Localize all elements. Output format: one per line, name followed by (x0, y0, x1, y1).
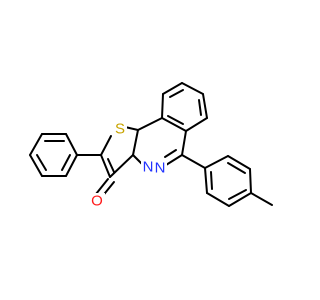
bond (132, 129, 139, 156)
bond (228, 189, 247, 200)
bond (181, 130, 187, 156)
bond (65, 154, 78, 177)
bond (165, 154, 183, 166)
bond (227, 155, 251, 170)
bond (206, 192, 230, 207)
bond (29, 154, 43, 177)
bond (29, 133, 43, 156)
bond (185, 117, 208, 132)
bond (65, 133, 78, 156)
bond (137, 117, 163, 131)
bond (100, 135, 112, 156)
oxygen-atom: O (90, 193, 105, 210)
bond (227, 162, 246, 174)
bond (161, 117, 187, 132)
nitrogen-atom-2: N (153, 160, 167, 177)
bond (249, 168, 252, 194)
bond (107, 158, 115, 173)
atom-label-layer: S N N O (90, 121, 167, 210)
atom-label-s: S (115, 121, 125, 138)
atom-label-n1: N (143, 159, 154, 176)
atom-label-n2: N (155, 160, 166, 177)
bond (164, 149, 177, 158)
bond (95, 178, 109, 195)
bond (181, 154, 206, 169)
bond (36, 154, 47, 171)
nitrogen-atom-1: N (141, 159, 155, 176)
atom-label-o: O (91, 193, 103, 210)
bond-layer (29, 82, 273, 207)
bond (100, 154, 111, 178)
bond (161, 93, 164, 119)
bond (124, 126, 139, 131)
bond (109, 154, 134, 178)
bond (181, 82, 204, 95)
molecule-structure: S N N O (29, 82, 273, 210)
bond (210, 171, 213, 190)
bond (204, 155, 229, 169)
bond (198, 99, 202, 116)
bond (204, 167, 208, 194)
bond (250, 192, 273, 206)
bond (167, 115, 184, 125)
bond (169, 89, 184, 98)
bond (228, 192, 252, 207)
sulfur-atom: S (113, 121, 127, 138)
bond (202, 93, 208, 119)
bond (61, 154, 71, 171)
bond (162, 82, 183, 95)
